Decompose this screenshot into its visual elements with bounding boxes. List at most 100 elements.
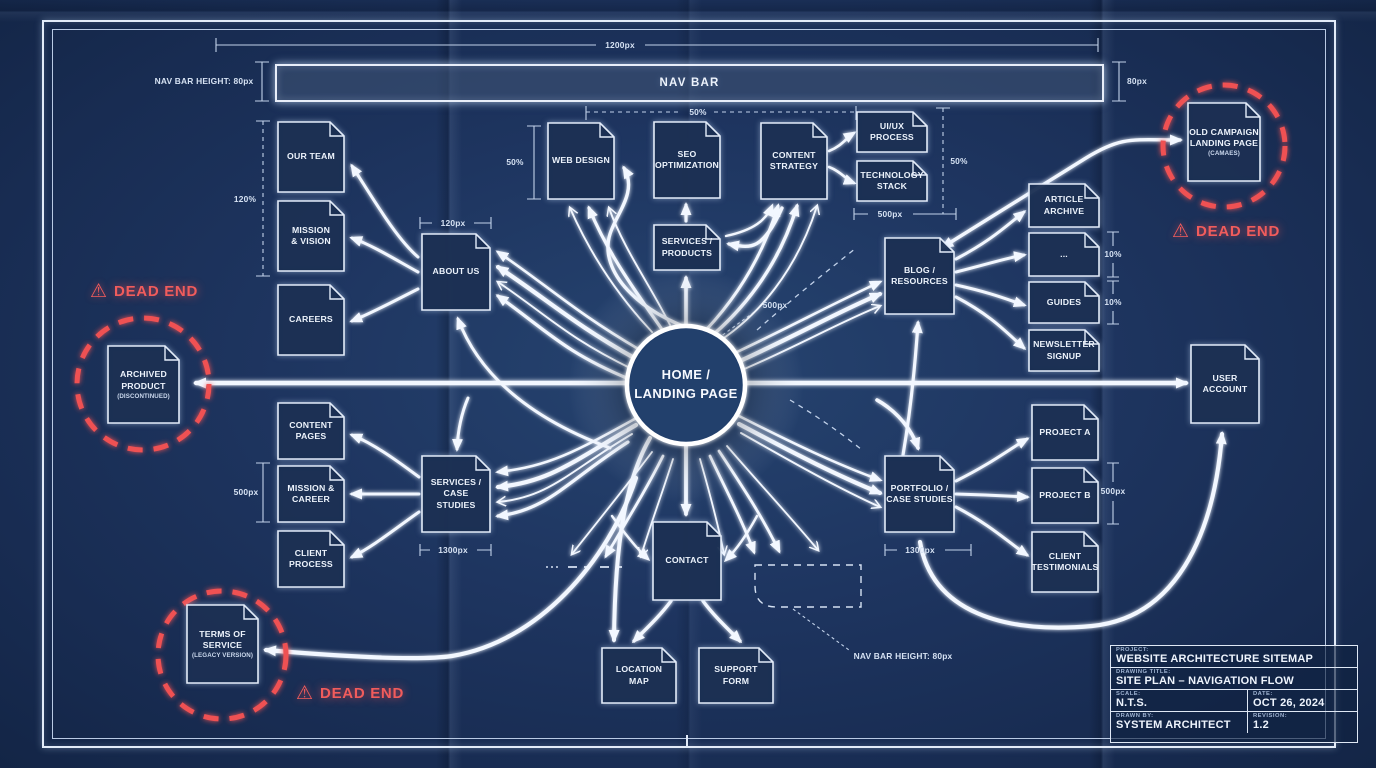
title-block-drawing-row: DRAWING TITLE: SITE PLAN – NAVIGATION FL… [1111, 667, 1357, 689]
node-terms-of-service[interactable]: TERMS OF SERVICE(LEGACY VERSION) [186, 604, 259, 684]
node-services-case-studies[interactable]: SERVICES / CASE STUDIES [421, 455, 491, 533]
page-sheet-icon [1028, 329, 1100, 372]
node-more-pages[interactable]: ... [1028, 232, 1100, 277]
node-services-products[interactable]: SERVICES / PRODUCTS [653, 224, 721, 271]
page-sheet-icon [884, 455, 955, 533]
page-sheet-icon [601, 647, 677, 704]
scale-cell: SCALE: N.T.S. [1111, 690, 1247, 711]
node-label: NAV BAR [659, 76, 720, 89]
node-project-a[interactable]: PROJECT A [1031, 404, 1099, 461]
node-text: NEWSLETTER SIGNUP [1028, 329, 1100, 372]
node-text: TERMS OF SERVICE(LEGACY VERSION) [186, 604, 259, 684]
page-sheet-icon [277, 530, 345, 588]
node-client-process[interactable]: CLIENT PROCESS [277, 530, 345, 588]
node-blog-resources[interactable]: BLOG / RESOURCES [884, 237, 955, 315]
node-seo-optimization[interactable]: SEO OPTIMIZATION [653, 121, 721, 199]
scale-value: N.T.S. [1116, 697, 1148, 709]
node-content-pages[interactable]: CONTENT PAGES [277, 402, 345, 460]
node-text: CLIENT PROCESS [277, 530, 345, 588]
annotation-dim-500px-techstack: 500px [877, 209, 903, 219]
node-archived-product[interactable]: ARCHIVED PRODUCT(DISCONTINUED) [107, 345, 180, 424]
page-sheet-icon [1028, 183, 1100, 228]
node-text: MISSION & VISION [277, 200, 345, 272]
date-value: OCT 26, 2024 [1253, 697, 1325, 709]
node-label: ARTICLE ARCHIVE [1043, 194, 1085, 216]
node-label: PROJECT B [1039, 489, 1091, 500]
page-sheet-icon [186, 604, 259, 684]
node-guides[interactable]: GUIDES [1028, 281, 1100, 324]
node-text: BLOG / RESOURCES [884, 237, 955, 315]
drawn-by-label: DRAWN BY: [1116, 713, 1154, 719]
page-sheet-icon [1028, 232, 1100, 277]
dead-end-text: DEAD END [114, 283, 198, 300]
node-text: PORTFOLIO / CASE STUDIES [884, 455, 955, 533]
date-label: DATE: [1253, 691, 1273, 697]
page-sheet-icon [884, 237, 955, 315]
node-about-us[interactable]: ABOUT US [421, 233, 491, 311]
drawing-title-value: SITE PLAN – NAVIGATION FLOW [1116, 675, 1294, 687]
page-sheet-icon [107, 345, 180, 424]
node-project-b[interactable]: PROJECT B [1031, 467, 1099, 524]
dimension-lines [215, 38, 1126, 651]
page-sheet-icon [1031, 531, 1099, 593]
node-portfolio-case-studies[interactable]: PORTFOLIO / CASE STUDIES [884, 455, 955, 533]
drawing-title-label: DRAWING TITLE: [1116, 669, 1171, 675]
home-landing-page-hub[interactable] [624, 323, 748, 447]
node-text: SEO OPTIMIZATION [653, 121, 721, 199]
annotation-dim-10pct-guides: 10% [1104, 297, 1122, 307]
annotation-dim-1300px-services: 1300px [438, 545, 468, 555]
annotation-dim-500px-missioncareer: 500px [233, 487, 259, 497]
page-sheet-icon [277, 121, 345, 193]
node-text: CONTACT [652, 521, 722, 601]
node-label: CLIENT PROCESS [289, 547, 333, 569]
node-text: NAV BAR [277, 66, 1102, 100]
node-label: CONTENT STRATEGY [769, 149, 819, 171]
node-nav-bar[interactable]: NAV BAR [275, 64, 1104, 102]
dead-end-circles [74, 82, 1288, 722]
node-article-archive[interactable]: ARTICLE ARCHIVE [1028, 183, 1100, 228]
node-uiux-process[interactable]: UI/UX PROCESS [856, 111, 928, 153]
dead-end-circle-old-campaign [1160, 82, 1288, 210]
dead-end-circle-archived [74, 315, 212, 453]
page-sheet-icon [1031, 467, 1099, 524]
node-label: TERMS OF SERVICE [199, 628, 246, 650]
node-label: SERVICES / PRODUCTS [661, 236, 713, 258]
node-web-design[interactable]: WEB DESIGN [547, 122, 615, 200]
node-text: CONTENT STRATEGY [760, 122, 828, 200]
node-support-form[interactable]: SUPPORT FORM [698, 647, 774, 704]
node-label: USER ACCOUNT [1202, 372, 1248, 394]
node-careers[interactable]: CAREERS [277, 284, 345, 356]
node-content-strategy[interactable]: CONTENT STRATEGY [760, 122, 828, 200]
node-text: OLD CAMPAIGN LANDING PAGE(CAMAES) [1187, 102, 1261, 182]
node-label: PORTFOLIO / CASE STUDIES [886, 482, 953, 504]
node-label: CONTACT [665, 555, 709, 566]
page-sheet-icon [277, 465, 345, 523]
drawn-by-value: SYSTEM ARCHITECT [1116, 719, 1231, 731]
node-label: ... [1060, 248, 1068, 259]
blueprint-outer-frame [42, 20, 1336, 748]
page-sheet-icon [698, 647, 774, 704]
node-old-campaign-landing-page[interactable]: OLD CAMPAIGN LANDING PAGE(CAMAES) [1187, 102, 1261, 182]
node-label: PROJECT A [1039, 426, 1091, 437]
node-our-team[interactable]: OUR TEAM [277, 121, 345, 193]
node-user-account[interactable]: USER ACCOUNT [1190, 344, 1260, 424]
node-text: PROJECT A [1031, 404, 1099, 461]
page-sheet-icon [760, 122, 828, 200]
node-text: SERVICES / PRODUCTS [653, 224, 721, 271]
dead-end-archived-product: ⚠DEAD END [90, 282, 198, 301]
node-mission-career[interactable]: MISSION & CAREER [277, 465, 345, 523]
page-sheet-icon [421, 233, 491, 311]
node-text: ... [1028, 232, 1100, 277]
node-client-testimonials[interactable]: CLIENT TESTIMONIALS [1031, 531, 1099, 593]
node-location-map[interactable]: LOCATION MAP [601, 647, 677, 704]
title-block-project-row: PROJECT: WEBSITE ARCHITECTURE SITEMAP [1111, 646, 1357, 667]
node-technology-stack[interactable]: TECHNOLOGY STACK [856, 160, 928, 202]
title-block: PROJECT: WEBSITE ARCHITECTURE SITEMAP DR… [1110, 645, 1358, 743]
node-label: UI/UX PROCESS [870, 120, 914, 142]
node-newsletter-signup[interactable]: NEWSLETTER SIGNUP [1028, 329, 1100, 372]
node-contact[interactable]: CONTACT [652, 521, 722, 601]
node-mission-vision[interactable]: MISSION & VISION [277, 200, 345, 272]
node-text: UI/UX PROCESS [856, 111, 928, 153]
annotation-dim-120pct: 120% [233, 194, 257, 204]
